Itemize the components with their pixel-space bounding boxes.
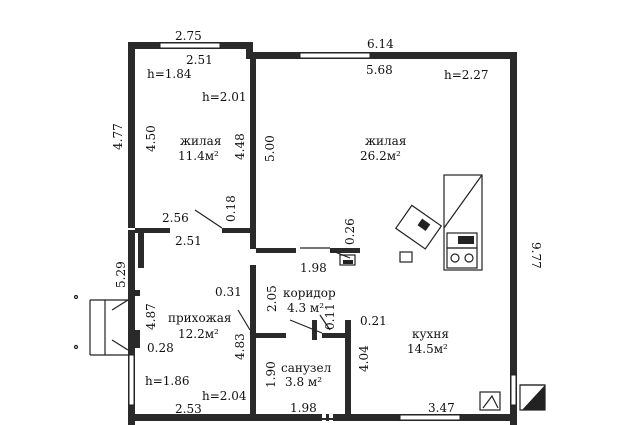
room-living-large-name: жилая [365,134,406,148]
dim-top-left-inner: 2.51 [186,53,213,67]
dim-height-left-room: h=2.01 [202,90,247,104]
dim-190: 1.90 [264,361,278,388]
dim-026: 0.26 [343,218,357,245]
room-hallway-area: 12.2м² [178,327,219,341]
dim-height-right: h=2.27 [444,68,489,82]
dim-top-right-outer: 6.14 [367,37,394,51]
dim-bottom-left: 2.53 [175,402,202,416]
door-swings [73,209,351,356]
dim-height-left: h=1.84 [147,67,192,81]
dim-top-left-outer: 2.75 [175,29,202,43]
dim-483: 4.83 [233,333,247,360]
room-bathroom-area: 3.8 м² [285,375,322,389]
dim-251-mid: 2.51 [175,234,202,248]
room-corridor-area: 4.3 м² [287,301,324,315]
room-labels: жилая 11.4м² жилая 26.2м² коридор 4.3 м²… [168,134,449,389]
dim-021: 0.21 [360,314,387,328]
dim-left-outer-vertical: 4.77 [111,123,125,150]
room-living-small-name: жилая [180,134,221,148]
room-living-small-area: 11.4м² [178,149,219,163]
stove-icon [394,204,443,250]
dim-011: 0.11 [323,303,337,330]
dim-left-room-vertical: 4.50 [144,125,158,152]
dim-left-room-vertical-right: 4.48 [233,133,247,160]
dim-198-corridor: 1.98 [300,261,327,275]
dim-028: 0.28 [147,341,174,355]
dim-031: 0.31 [215,285,242,299]
dim-018: 0.18 [224,195,238,222]
dim-left-lower-outer: 5.29 [114,261,128,288]
dim-205: 2.05 [265,285,279,312]
dim-right-total: 9.77 [529,242,543,269]
room-kitchen-name: кухня [412,327,449,341]
dim-top-right-inner: 5.68 [366,63,393,77]
room-bathroom-name: санузел [281,361,332,375]
room-living-large-area: 26.2м² [360,149,401,163]
dimension-labels: 2.75 2.51 6.14 5.68 h=1.84 h=2.01 h=2.27… [111,29,543,416]
dim-487: 4.87 [144,303,158,330]
dim-bottom-right: 3.47 [428,401,455,415]
dim-right-room-vertical: 5.00 [263,135,277,162]
kitchen-fixtures [339,174,546,411]
dim-404: 4.04 [357,345,371,372]
room-kitchen-area: 14.5м² [407,342,448,356]
dim-256: 2.56 [162,211,189,225]
windows [128,42,517,421]
room-hallway-name: прихожая [168,311,231,325]
dim-height-bottom-mid: h=2.04 [202,389,247,403]
bathroom-fixtures [322,414,333,424]
dim-bottom-mid: 1.98 [290,401,317,415]
dim-height-bottom-left: h=1.86 [145,374,190,388]
room-corridor-name: коридор [283,286,336,300]
